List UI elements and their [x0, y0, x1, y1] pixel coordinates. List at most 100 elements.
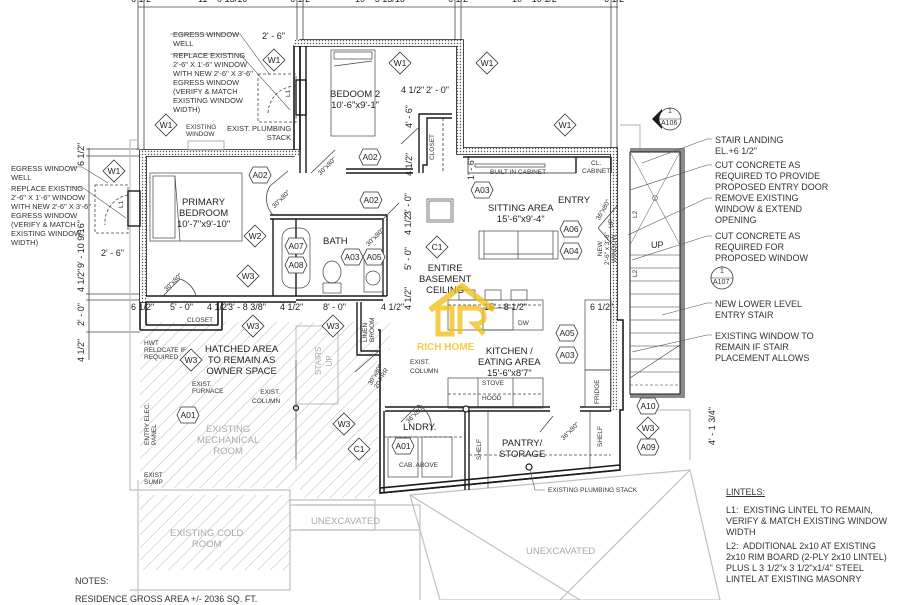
- south-wall: [379, 464, 621, 494]
- room-bath: BATH: [323, 236, 348, 247]
- rich-home-watermark: RICH HOME: [417, 280, 502, 370]
- tag-hex-a09: A09: [636, 438, 660, 456]
- dim-row-g: 4 1/2": [381, 302, 405, 312]
- tag-hex-a01-laundry: A01: [391, 437, 415, 455]
- tag-w3-linen: W3: [321, 314, 345, 338]
- tag-window-w1-bed2-ext: W1: [475, 51, 499, 75]
- tag-hex-a06: A06: [559, 220, 583, 238]
- tag-hex-a05-bath: A05: [362, 248, 386, 266]
- tag-hex-a05-kitchen: A05: [555, 324, 579, 342]
- top-dim-2: 11' - 0 13/16": [198, 0, 250, 4]
- dim-row-a: 6 1/2": [131, 302, 155, 312]
- fixture-cl-cabinet: CL. CABINET: [582, 160, 611, 175]
- dim-row-f: 8' - 0": [323, 302, 346, 312]
- callout-exist-column-kitchen: EXIST. COLUMN: [410, 359, 439, 375]
- dim-bed2-closet-b: 2' - 0": [426, 85, 449, 95]
- unexcavated-large: UNEXCAVATED: [526, 546, 596, 557]
- callout-egress-well-top: EGRESS WINDOW WELL: [173, 30, 240, 48]
- house-logo-icon: [428, 283, 496, 337]
- section-marker-a106[interactable]: 1 A106: [652, 104, 682, 134]
- dim-window-well-left: 2' - 6": [101, 248, 124, 258]
- tag-hex-a03-kitchen: A03: [555, 346, 579, 364]
- watermark-text: RICH HOME: [417, 342, 475, 353]
- furniture: [149, 49, 612, 488]
- dim-right-offset: 6 1/2": [590, 302, 614, 312]
- tag-hex-a02-primary: A02: [248, 166, 272, 184]
- dim-row-b: 5' - 0": [170, 302, 193, 312]
- room-laundry: LNDRY.: [403, 422, 437, 433]
- tag-ceiling-c1-center: C1: [425, 235, 449, 259]
- lintel-l2-note: L2: ADDITIONAL 2x10 AT EXISTING 2x10 RIM…: [726, 541, 887, 584]
- room-closet-primary: CLOSET: [187, 317, 214, 324]
- existing-furnace: EXIST. FURNACE: [192, 381, 224, 395]
- wall-poche: [140, 40, 617, 410]
- tag-hex-a08: A08: [284, 256, 308, 274]
- tag-hex-a01-mech: A01: [176, 406, 200, 424]
- callout-cut-concrete-door: CUT CONCRETE AS REQUIRED TO PROVIDE PROP…: [715, 160, 829, 192]
- tag-hex-a02-bed2: A02: [358, 148, 382, 166]
- tag-w3-owner: W3: [179, 348, 203, 372]
- callout-existing-plumbing-stack: EXISTING PLUMBING STACK: [548, 487, 638, 494]
- tag-w3-primary: W3: [236, 264, 260, 288]
- top-dimension-string: [137, 0, 618, 150]
- room-bedroom-2: BEDOOM 2 10'-6"x9'-1": [330, 89, 381, 111]
- existing-mechanical-room: EXISTING MECHANICAL ROOM: [197, 424, 260, 457]
- callout-egress-well-left: EGRESS WINDOW WELL: [11, 164, 78, 182]
- dim-row-d: 3' - 8 3/8": [228, 302, 266, 312]
- section-marker-a107[interactable]: 1 A107: [707, 261, 737, 291]
- tag-ceiling-c1-lower: C1: [347, 437, 371, 461]
- dim-row-e: 4 1/2": [280, 302, 304, 312]
- lintel-l1-note: L1: EXISTING LINTEL TO REMAIN, VERIFY & …: [726, 505, 888, 537]
- hwt-note: HWT RELOCATE IF REQUIRED: [144, 340, 187, 361]
- columns: [292, 404, 533, 471]
- tag-w1-stair: W3: [636, 416, 660, 440]
- tag-w3-laundry: W3: [332, 412, 356, 436]
- room-pantry: PANTRY/ STORAGE: [499, 438, 546, 460]
- tag-window-w1-left: W1: [102, 159, 126, 183]
- callout-remove-window: REMOVE EXISTING WINDOW & EXTEND OPENING: [715, 193, 802, 225]
- top-dim-5: 6 1/2": [448, 0, 471, 4]
- callout-replace-window-top: REPLACE EXISTING 2'-6" x 1'-6" WINDOW WI…: [173, 51, 253, 114]
- door-swings: [162, 127, 618, 433]
- tag-w3-closet: W3: [241, 314, 265, 338]
- fixture-built-in-cabinet: BUILT IN CABINET: [490, 169, 547, 176]
- callout-exist-plumbing-stack: EXIST. PLUMBING STACK: [227, 124, 292, 142]
- top-dim-6: 10' - 10 1/2": [512, 0, 560, 4]
- left-dimension-string: [86, 148, 140, 360]
- unexcavated-small: UNEXCAVATED: [311, 516, 381, 527]
- callout-new-entry-stair: NEW LOWER LEVEL ENTRY STAIR: [715, 299, 803, 320]
- fixture-stove: STOVE: [482, 380, 504, 387]
- tag-hex-a10: A10: [636, 397, 660, 415]
- room-kitchen: KITCHEN / EATING AREA 15'-6"x8'7": [478, 346, 541, 379]
- tag-hex-a03-bath: A03: [340, 248, 364, 266]
- notes-title: NOTES:: [75, 576, 109, 586]
- ceiling-note: ENTIRE BASEMENT CEILING: [419, 263, 472, 296]
- top-dim-4: 10' - 5 13/16": [355, 0, 408, 4]
- tag-hex-a02-hall: A02: [359, 191, 383, 209]
- hatched-owner-space: [140, 322, 390, 570]
- tag-hex-a07: A07: [284, 237, 308, 255]
- tag-window-w1-top-left: W1: [262, 48, 286, 72]
- tag-window-w1-bed2: W1: [388, 51, 412, 75]
- exist-sump: EXIST SUMP: [144, 472, 163, 486]
- room-entry: ENTRY: [558, 195, 591, 206]
- callout-stair-landing: STAIR LANDING EL.+6 1/2": [715, 135, 784, 156]
- stair-up-label: UP: [651, 240, 664, 250]
- notes-gross-area: RESIDENCE GROSS AREA +/- 2036 SQ. FT.: [75, 594, 258, 604]
- room-primary-bedroom: PRIMARY BEDROOM 10'-7"x9'-10": [177, 197, 231, 230]
- top-dim-7: 6 1/2": [604, 0, 627, 4]
- callout-cut-concrete-window: CUT CONCRETE AS REQUIRED FOR PROPOSED WI…: [715, 231, 809, 263]
- tag-hex-a03-sitting: A03: [470, 181, 494, 199]
- tag-window-w2: W2: [243, 224, 267, 248]
- egress-windows: [94, 73, 307, 234]
- fixture-hood: HOOD: [482, 395, 502, 402]
- lintels-title: LINTELS:: [726, 487, 766, 497]
- tag-window-w1-entry: W1: [553, 113, 577, 137]
- fixture-dw: DW: [518, 320, 529, 327]
- dim-window-well-top: 2' - 6": [262, 31, 285, 41]
- callout-existing-window-remain: EXISTING WINDOW TO REMAIN IF STAIR PLACE…: [715, 331, 814, 363]
- owner-space-note: HATCHED AREA TO REMAIN AS OWNER SPACE: [205, 344, 279, 377]
- dim-bed2-closet-a: 4 1/2": [401, 85, 425, 95]
